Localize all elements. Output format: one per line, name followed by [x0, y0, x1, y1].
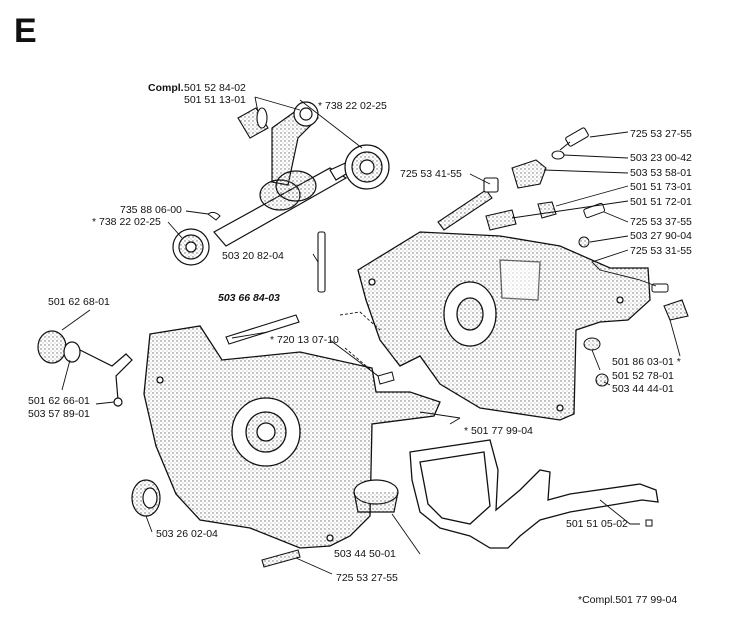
square-marker: [645, 519, 653, 527]
label-738-22-02-25-left: * 738 22 02-25: [92, 216, 161, 228]
label-501-52-84-02: 501 52 84-02: [184, 82, 246, 94]
label-503-23-00-42: 503 23 00-42: [630, 152, 692, 164]
label-720-13-07-10: * 720 13 07-10: [270, 334, 339, 346]
label-501-62-68-01: 501 62 68-01: [48, 296, 110, 308]
plug-503-44-50-01: [353, 479, 399, 513]
label-503-26-02-04: 503 26 02-04: [156, 528, 218, 540]
label-725-53-27-55-bottom: 725 53 27-55: [336, 572, 398, 584]
crankshaft-assembly: [213, 101, 357, 247]
key: [207, 211, 221, 221]
catch-501-86-03-01: [663, 299, 689, 321]
screw-725-53-27-55-bottom: [261, 549, 301, 568]
label-501-62-66-01: 501 62 66-01: [28, 395, 90, 407]
label-501-51-13-01: 501 51 13-01: [184, 94, 246, 106]
label-501-51-05-02: 501 51 05-02: [566, 518, 628, 530]
label-503-44-50-01: 503 44 50-01: [334, 548, 396, 560]
label-501-77-99-04: * 501 77 99-04: [464, 425, 533, 437]
section-letter: E: [14, 12, 37, 50]
label-501-51-72-01: 501 51 72-01: [630, 196, 692, 208]
gasket: [409, 439, 659, 549]
washer-503-23-00-42: [551, 150, 565, 160]
label-725-53-37-55: 725 53 37-55: [630, 216, 692, 228]
compl-prefix: Compl.: [148, 82, 184, 94]
main-bearing-top: [344, 144, 390, 190]
label-501-51-73-01: 501 51 73-01: [630, 181, 692, 193]
label-503-20-82-04: 503 20 82-04: [222, 250, 284, 262]
guide-pin-upper: [317, 231, 326, 293]
plug-503-44-44-01: [595, 373, 609, 387]
label-725-53-31-55: 725 53 31-55: [630, 245, 692, 257]
label-725-53-41-55: 725 53 41-55: [400, 168, 462, 180]
guide-pin-lower: [225, 314, 300, 345]
label-501-86-03-01: 501 86 03-01 *: [612, 356, 681, 368]
crank-seal: [131, 479, 161, 517]
label-738-22-02-25-top: * 738 22 02-25: [318, 100, 387, 112]
screw-725-53-27-55-top: [559, 127, 589, 151]
stud-bolt-725-53-41-55: [437, 177, 499, 231]
nut-501-51-73-01: [537, 201, 557, 219]
label-725-53-27-55-top: 725 53 27-55: [630, 128, 692, 140]
needle-bearing: [237, 107, 269, 139]
label-503-53-58-01: 503 53 58-01: [630, 167, 692, 179]
label-503-66-84-03: 503 66 84-03: [218, 292, 280, 304]
plug-501-52-78-01: [583, 337, 601, 351]
oil-cap-assembly: [37, 330, 133, 407]
plug-503-27-90-04: [578, 236, 590, 248]
label-501-52-78-01: 501 52 78-01: [612, 370, 674, 382]
label-503-57-89-01: 503 57 89-01: [28, 408, 90, 420]
sleeve: [377, 371, 395, 385]
leader-lines: [61, 96, 681, 575]
label-503-44-44-01: 503 44 44-01: [612, 383, 674, 395]
footnote: *Compl.501 77 99-04: [578, 594, 678, 606]
label-735-88-06-00: 735 88 06-00: [120, 204, 182, 216]
buffer-501-51-72-01: [485, 209, 517, 231]
crankcase-right-half: [357, 231, 651, 421]
label-503-27-90-04: 503 27 90-04: [630, 230, 692, 242]
bracket-503-53-58-01: [511, 159, 547, 189]
